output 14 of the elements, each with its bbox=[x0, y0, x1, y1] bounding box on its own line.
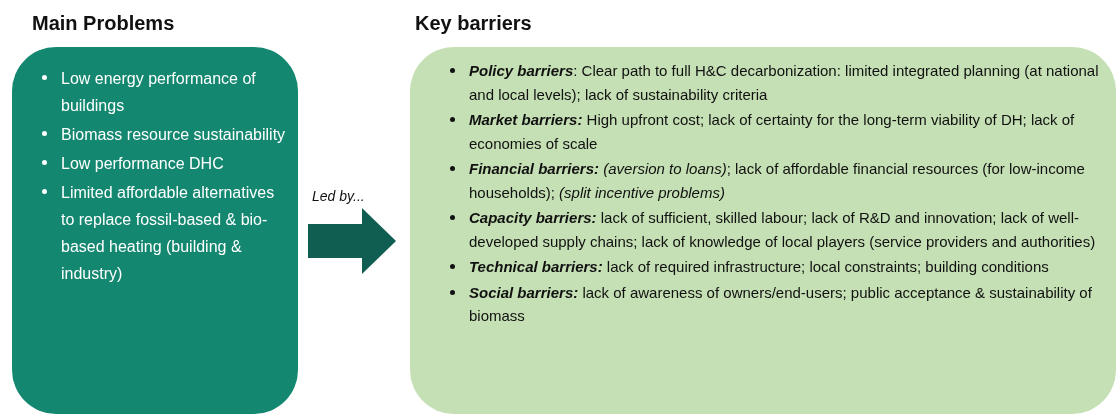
bullet-item: Social barriers: lack of awareness of owners/end-users; public acceptance & sustainability of biomass bbox=[469, 282, 1093, 326]
edge-label: Led by... bbox=[312, 187, 365, 206]
heading: Main Problems bbox=[32, 12, 175, 34]
bullet-item: Technical barriers: lack of required infrastructure; local constraints; building conditions bbox=[469, 257, 1049, 277]
bullet-item: Biomass resource sustainability bbox=[61, 125, 286, 145]
bullet-item: Capacity barriers: lack of sufficient, skilled labour; lack of R&D and innovation; lack of well-developed supply chains; lack of knowledge of local players (service providers and authorities) bbox=[469, 208, 1097, 252]
bullet-item: Market barriers: High upfront cost; lack of certainty for the long-term viability of DH; lack of economies of scale bbox=[469, 110, 1076, 154]
bullet-item: Limited affordable alternatives to replace fossil-based & bio-based heating (building & industry) bbox=[61, 183, 276, 284]
arrow bbox=[308, 208, 396, 274]
bullet-item: Low energy performance of buildings bbox=[61, 69, 257, 116]
bullet-item: Policy barriers: Clear path to full H&C decarbonization: limited integrated planning (at national and local levels); lack of sustainability criteria bbox=[469, 61, 1100, 105]
heading: Key barriers bbox=[415, 12, 532, 34]
bullet-item: Financial barriers: (aversion to loans); lack of affordable financial resources (for low-income households); (split incentive problems) bbox=[469, 159, 1086, 203]
bullet-item: Low performance DHC bbox=[61, 154, 224, 174]
